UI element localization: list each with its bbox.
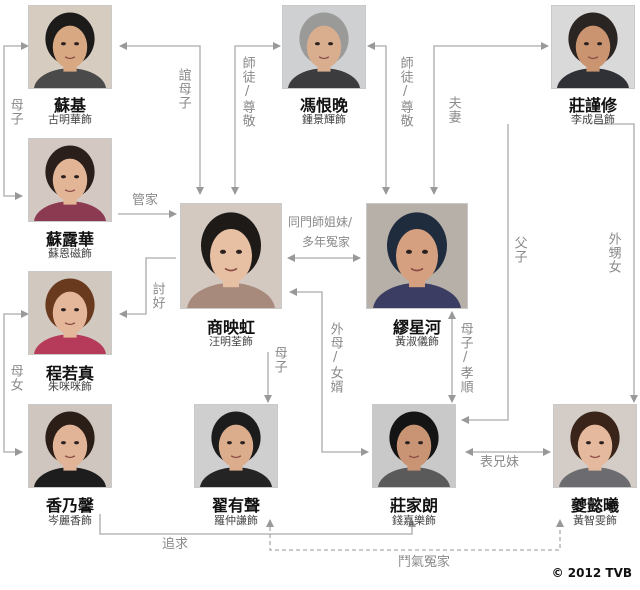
rel-label-guanjia: 管家 — [132, 193, 159, 208]
line-shang-cheng — [119, 257, 176, 318]
line-suji-shang — [119, 42, 204, 195]
character-name-cheng-ruozhen: 程若真 — [45, 364, 94, 383]
rel-label-waimu: 外母/女婿 — [327, 322, 343, 394]
rel-label-yuanjia: 多年冤家 — [302, 235, 351, 249]
portrait-shang-yinghong — [180, 203, 282, 309]
line-xiang-jialang — [99, 514, 416, 535]
character-name-su-luhua: 蘇露華 — [45, 230, 94, 249]
portrait-cheng-ruozhen — [28, 271, 112, 355]
portrait-su-luhua — [28, 138, 112, 222]
copyright-notice: © 2012 TVB — [551, 566, 632, 580]
rel-label-biaoxiongmei: 表兄妹 — [480, 455, 520, 470]
rel-label-taohao: 討好 — [149, 282, 165, 310]
line-feng-shang — [231, 42, 281, 195]
rel-label-fuzi: 父子 — [511, 236, 527, 264]
actor-name-cheng-ruozhen: 朱咪咪飾 — [48, 380, 92, 393]
actor-name-zhuang-jialang: 錢嘉樂飾 — [392, 514, 436, 527]
actor-name-feng-genwan: 鍾景輝飾 — [302, 113, 346, 126]
rel-label-yimu: 誼母子 — [175, 68, 191, 110]
line-suji-suluhua — [3, 42, 29, 200]
actor-name-zhuang-jinxiu: 李成昌飾 — [571, 113, 615, 126]
line-shang-jialang — [289, 288, 369, 456]
character-name-miao-xinghe: 繆星河 — [392, 318, 441, 337]
line-miao-zhuangjx — [430, 42, 549, 195]
character-name-zhai-yousheng: 翟有聲 — [211, 496, 260, 515]
actor-name-kui-yixi: 黃智雯飾 — [573, 514, 617, 527]
rel-label-zhuiqiu: 追求 — [162, 537, 189, 552]
rel-label-suji-suluhua: 母子 — [7, 98, 23, 126]
rel-label-xiaoshun: 母子/孝順 — [457, 322, 473, 394]
actor-name-su-ji: 古明華飾 — [48, 113, 92, 126]
rel-label-feng-miao: 師徒/尊敬 — [397, 56, 413, 128]
actor-name-zhai-yousheng: 羅仲謙飾 — [214, 514, 258, 527]
actor-name-miao-xinghe: 黃淑儀飾 — [395, 335, 439, 348]
portrait-kui-yixi — [553, 404, 637, 488]
line-zhuangjx-kui — [596, 123, 638, 403]
rel-label-munv: 母女 — [7, 364, 23, 392]
actor-name-xiang-naixin: 岑麗香飾 — [48, 514, 92, 527]
portrait-xiang-naixin — [28, 404, 112, 488]
portrait-su-ji — [28, 5, 112, 89]
rel-label-zhai-muzi: 母子 — [271, 346, 287, 374]
character-name-zhuang-jialang: 莊家朗 — [389, 496, 438, 515]
line-cheng-xiang — [3, 310, 29, 456]
character-name-su-ji: 蘇基 — [53, 96, 86, 115]
actor-name-su-luhua: 蘇恩磁飾 — [48, 247, 92, 260]
portrait-miao-xinghe — [366, 203, 468, 309]
portrait-zhuang-jialang — [372, 404, 456, 488]
rel-label-feng-shang: 師徒/尊敬 — [239, 56, 255, 128]
line-feng-miao — [367, 42, 390, 195]
line-zhai-kui — [266, 519, 564, 551]
line-zhuangjx-jialang — [461, 124, 509, 424]
character-name-shang-yinghong: 商映虹 — [206, 318, 255, 337]
rel-label-tongmen: 同門師姐妹/ — [288, 215, 353, 229]
actor-name-shang-yinghong: 汪明荃飾 — [209, 335, 253, 348]
character-name-feng-genwan: 馮恨晚 — [299, 96, 348, 115]
character-name-kui-yixi: 夔懿曦 — [570, 496, 619, 515]
portrait-zhuang-jinxiu — [551, 5, 635, 89]
character-name-xiang-naixin: 香乃馨 — [45, 496, 94, 515]
rel-label-waishengnv: 外甥女 — [605, 232, 621, 274]
rel-label-douqi: 鬥氣冤家 — [398, 555, 451, 570]
rel-label-fuqi: 夫妻 — [445, 96, 461, 124]
character-name-zhuang-jinxiu: 莊謹修 — [568, 96, 617, 115]
portrait-zhai-yousheng — [194, 404, 278, 488]
portrait-feng-genwan — [282, 5, 366, 89]
